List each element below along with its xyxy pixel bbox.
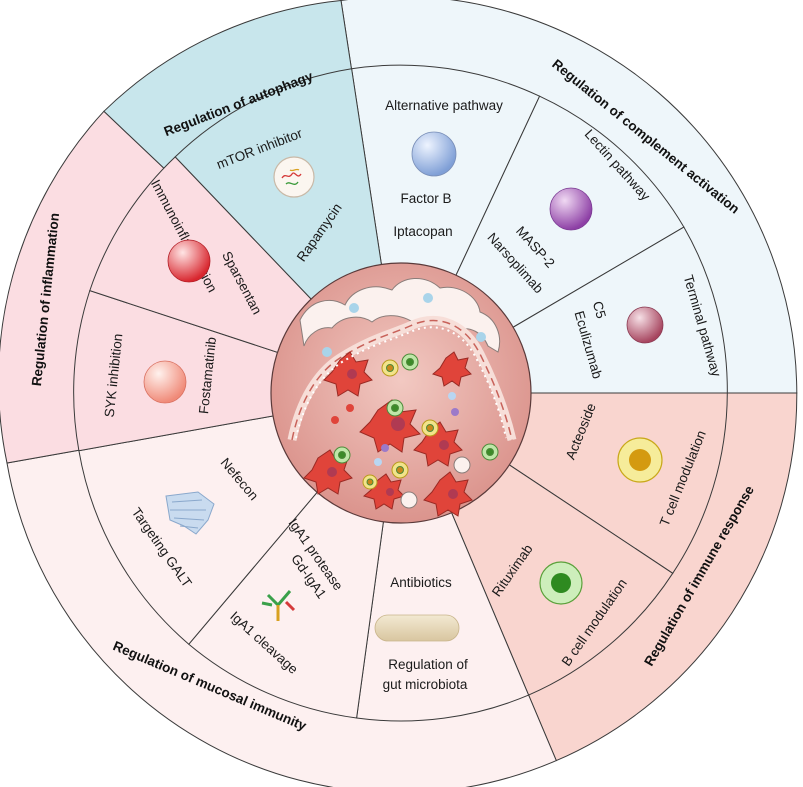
microbiota-line2: gut microbiota [383,677,468,692]
immune-cells [333,353,499,490]
antibiotics-pill-icon [374,614,460,642]
b-cell-icon [539,561,583,605]
small-particles [331,392,471,509]
center-tissue [270,262,532,524]
fostamatinib-icon [143,360,187,404]
galt-icon [165,491,215,535]
c5-icon [626,306,664,344]
sparsentan-icon [167,239,211,283]
t-cell-icon [617,437,663,483]
podocyte-shapes [299,278,501,353]
iga1-antibody-icon [261,590,296,621]
microbiota-line1: Regulation of [388,657,468,672]
masp2-icon [549,187,593,231]
alternative-pathway: Alternative pathway [385,98,503,113]
foot-processes [295,326,507,439]
c5-target: C5 [590,299,609,320]
factor-b-target: Factor B [400,191,451,206]
factor-b-icon [411,131,457,177]
rapamycin-icon [273,156,315,198]
antibiotics-drug: Antibiotics [390,575,452,590]
syk-sector [73,289,402,452]
iptacopan-drug: Iptacopan [393,224,452,239]
